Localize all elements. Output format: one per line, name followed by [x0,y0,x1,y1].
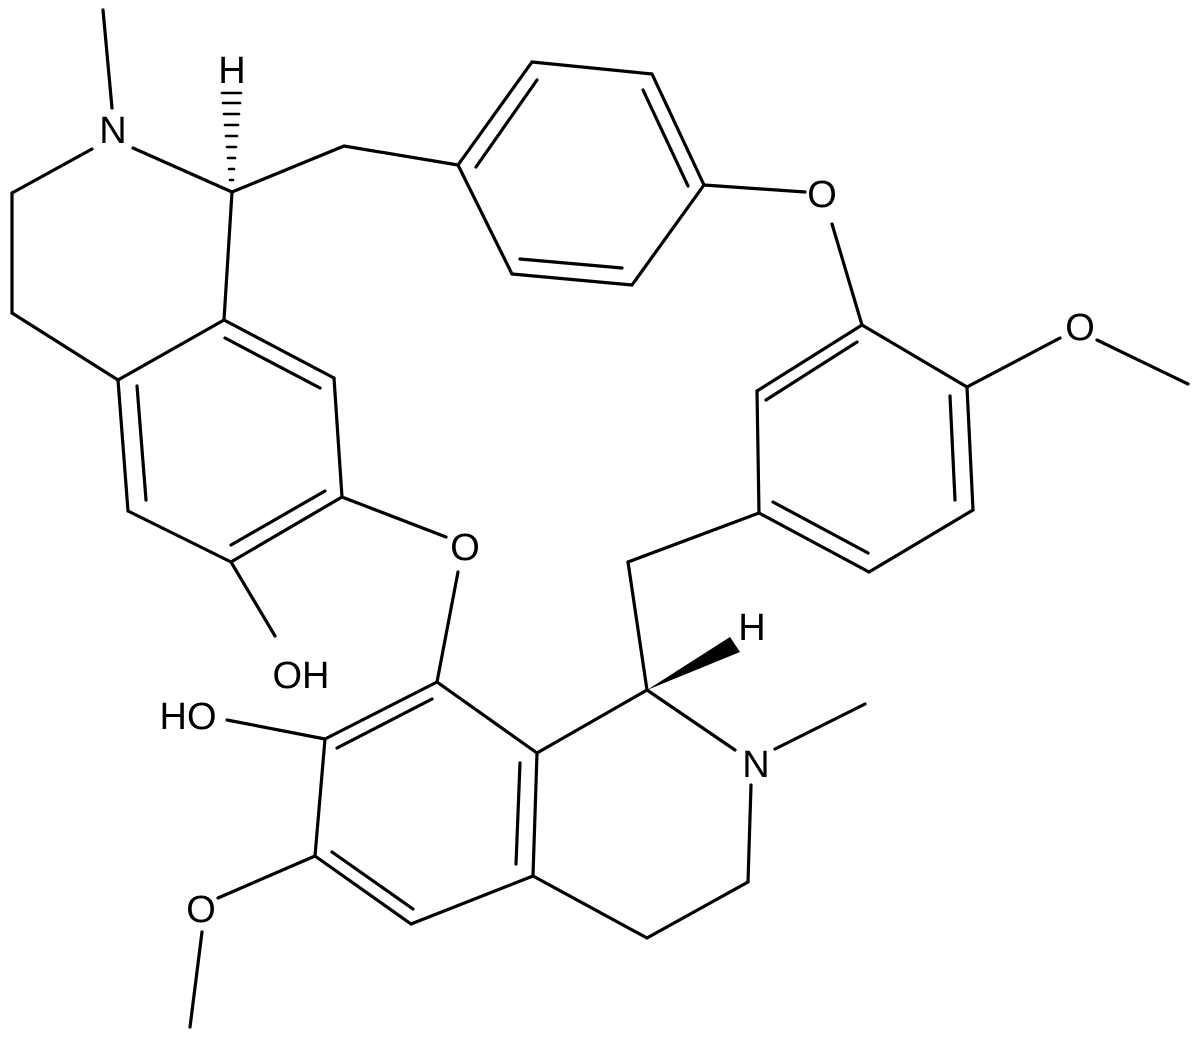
bond [116,318,226,382]
bond [435,570,460,684]
bond [645,880,750,940]
bond [867,508,975,574]
atom-label-o-methoxy-lower: O [186,889,216,931]
atom-label-h-top: H [218,50,245,92]
bond [1095,338,1190,386]
bond [755,323,864,393]
bond [131,146,234,194]
atom-label-ho-lower: HO [160,696,217,738]
solid-wedge-bond [647,637,740,690]
atom-label-o-methoxy-right: O [1065,307,1095,349]
bond [229,560,277,638]
bond [229,489,327,547]
bond [860,323,969,389]
bond [530,60,654,76]
atom-label-o-ether-right: O [807,174,837,216]
bond [518,257,624,270]
bond [216,854,317,900]
bond [101,8,114,110]
bond [456,163,514,276]
bond [771,500,870,555]
atom-label-n-top: N [99,110,126,152]
bond [474,78,539,169]
bond [773,702,867,751]
bond [313,737,327,858]
bond [342,144,460,167]
bond [645,688,737,752]
bond [435,680,539,755]
bond [702,183,807,194]
bond [10,311,120,382]
bond [626,511,761,564]
bond [313,854,413,926]
bond [225,718,327,741]
bond [514,761,522,866]
bond [222,190,234,322]
atom-label-oh-left: OH [273,655,330,697]
bond [116,378,130,513]
bond [630,183,706,287]
bond [510,272,634,287]
hashed-wedge-bond [220,91,243,182]
bond [746,783,753,884]
bond [757,511,871,574]
bond [965,385,975,512]
bond [332,376,344,499]
bond [764,340,859,402]
bond [535,688,649,755]
bond [335,697,434,750]
bond [10,147,94,195]
bond [188,930,204,1029]
bond [531,874,649,940]
bond [830,222,864,327]
bond [230,144,346,194]
bond [323,680,439,741]
bond [948,394,957,502]
atom-labels: N H O O O OH HO H N O [99,50,1095,931]
bond [229,495,344,564]
atom-label-h-lower: H [738,607,765,649]
atom-label-n-lower: N [742,744,769,786]
bond [531,751,539,878]
bond [135,384,148,502]
bond [330,850,415,911]
bond [340,495,448,539]
bond [650,72,706,187]
bond [223,336,322,390]
bond-lines [10,8,1190,1029]
bond [456,60,534,167]
bond [126,509,233,564]
bond [222,318,336,380]
bond [409,874,535,926]
atom-label-o-ether-center: O [450,527,480,569]
bond [626,560,649,692]
bond [755,389,761,515]
bond [965,336,1062,389]
bond [641,88,690,188]
